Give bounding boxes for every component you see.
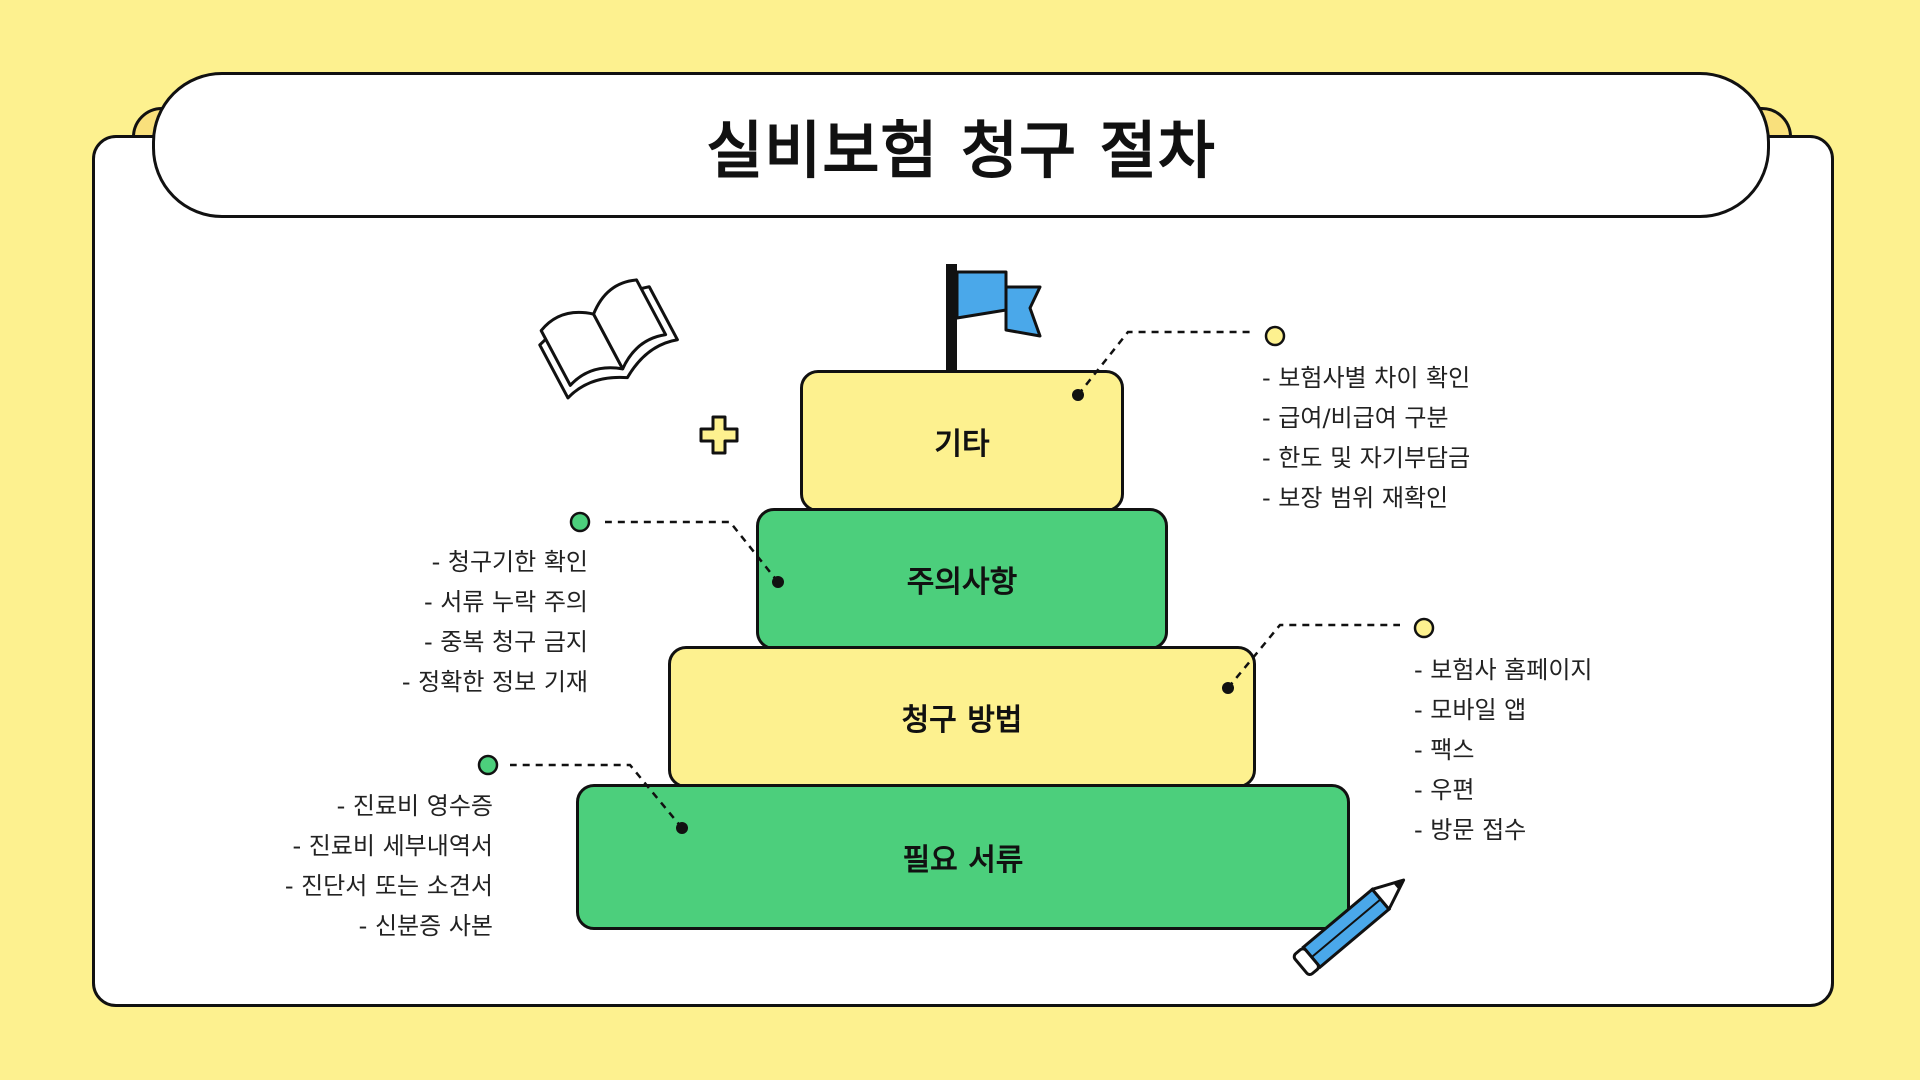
step-cautions-label: 주의사항	[906, 565, 1018, 600]
pencil-icon	[1292, 878, 1406, 976]
note-item: - 중복 청구 금지	[423, 628, 588, 656]
notes-methods: - 보험사 홈페이지 - 모바일 앱 - 팩스 - 우편 - 방문 접수	[1414, 650, 1592, 850]
connector-cautions	[569, 511, 784, 588]
note-item: - 진료비 영수증	[336, 792, 493, 820]
note-item: - 보험사 홈페이지	[1414, 656, 1593, 684]
note-item: - 진료비 세부내역서	[292, 832, 493, 860]
note-item: - 진단서 또는 소견서	[284, 872, 493, 900]
open-book-icon	[538, 278, 679, 400]
note-item: - 서류 누락 주의	[423, 588, 588, 616]
notes-cautions: - 청구기한 확인 - 서류 누락 주의 - 중복 청구 금지 - 정확한 정보…	[402, 542, 588, 702]
step-methods-label: 청구 방법	[901, 703, 1023, 738]
notes-documents: - 진료비 영수증 - 진료비 세부내역서 - 진단서 또는 소견서 - 신분증…	[285, 786, 493, 946]
note-item: - 우편	[1414, 776, 1475, 804]
step-cautions: 주의사항	[756, 508, 1168, 650]
connector-documents	[477, 754, 688, 834]
note-item: - 팩스	[1414, 736, 1475, 764]
step-documents: 필요 서류	[576, 784, 1350, 930]
step-documents-label: 필요 서류	[902, 843, 1024, 878]
note-item: - 보험사별 차이 확인	[1262, 364, 1471, 392]
note-item: - 신분증 사본	[358, 912, 493, 940]
note-item: - 보장 범위 재확인	[1262, 484, 1449, 512]
note-item: - 청구기한 확인	[431, 548, 588, 576]
title-banner: 실비보험 청구 절차	[152, 72, 1770, 218]
page-title: 실비보험 청구 절차	[706, 114, 1216, 187]
flag-icon	[946, 264, 1042, 372]
connector-methods	[1222, 617, 1435, 694]
note-item: - 모바일 앱	[1414, 696, 1527, 724]
note-item: - 정확한 정보 기재	[401, 668, 588, 696]
step-etc-label: 기타	[934, 427, 990, 462]
note-item: - 한도 및 자기부담금	[1262, 444, 1471, 472]
notes-etc: - 보험사별 차이 확인 - 급여/비급여 구분 - 한도 및 자기부담금 - …	[1262, 358, 1470, 518]
plus-icon	[699, 415, 739, 455]
note-item: - 방문 접수	[1414, 816, 1527, 844]
connector-etc	[1072, 325, 1286, 401]
note-item: - 급여/비급여 구분	[1262, 404, 1449, 432]
